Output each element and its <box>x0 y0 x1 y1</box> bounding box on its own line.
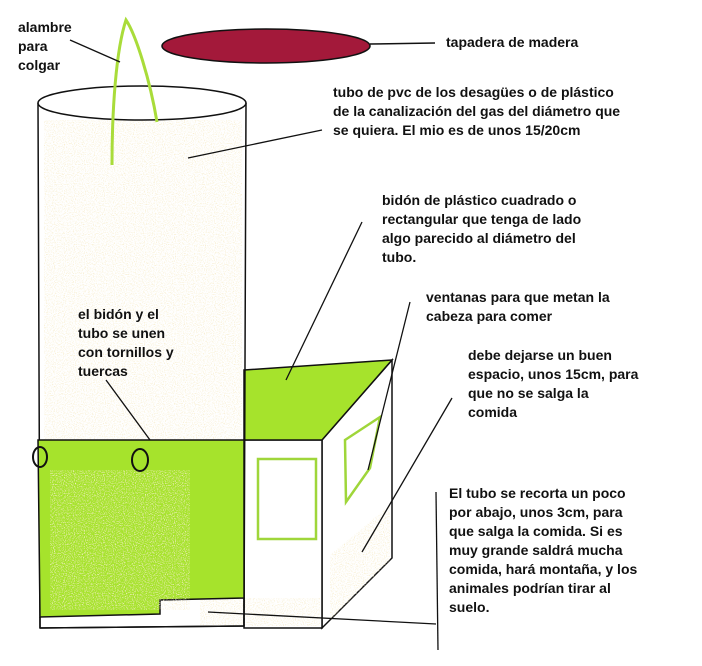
leader-lines <box>69 39 453 651</box>
label-tube-cut: El tubo se recorta un poco por abajo, un… <box>449 485 638 615</box>
wooden-lid <box>161 28 371 64</box>
label-joined-with-bolts: el bidón y el tubo se unen con tornillos… <box>78 306 174 379</box>
front-window <box>256 457 318 541</box>
bolt-hole-left <box>32 446 48 468</box>
hanging-wire <box>110 16 159 166</box>
label-leave-space: debe dejarse un buen espacio, unos 15cm,… <box>468 347 639 420</box>
drum-top-face <box>243 359 394 441</box>
label-hanging-wire: alambre para colgar <box>18 19 72 73</box>
feed-inside-drum <box>200 505 390 626</box>
feed-speckle-green <box>50 470 190 610</box>
label-pvc-tube: tubo de pvc de los desagües o de plástic… <box>333 84 621 138</box>
label-wooden-lid: tapadera de madera <box>446 34 579 50</box>
label-plastic-drum: bidón de plástico cuadrado o rectangular… <box>382 192 582 265</box>
bolt-hole-right <box>131 448 149 472</box>
side-window <box>343 414 382 506</box>
label-windows: ventanas para que metan la cabeza para c… <box>426 289 610 324</box>
tube-opening <box>37 85 247 121</box>
feed-inside-tube <box>44 120 242 440</box>
